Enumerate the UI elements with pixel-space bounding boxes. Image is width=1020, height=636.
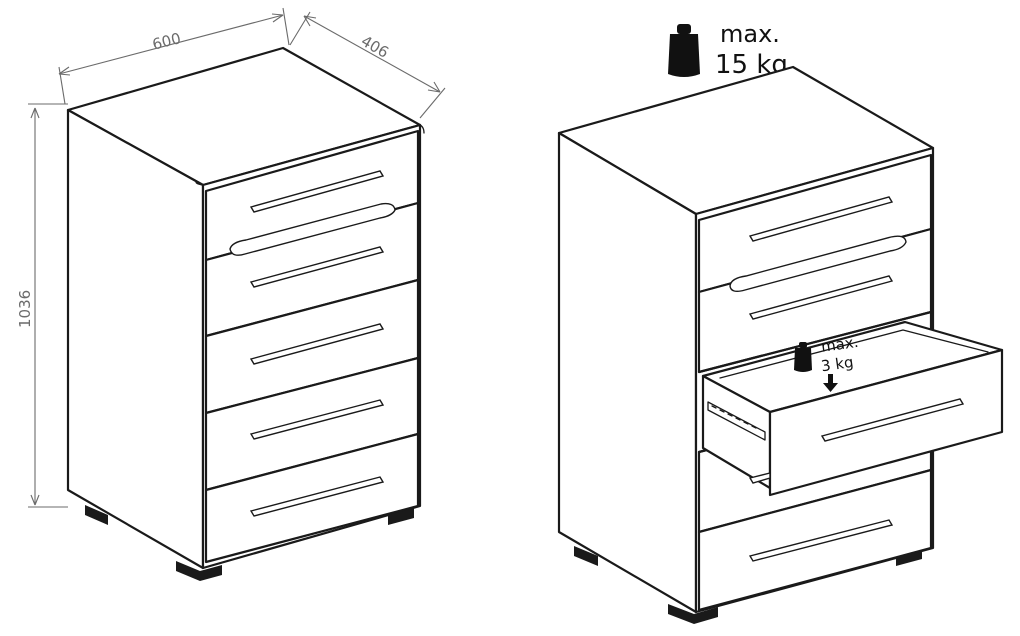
- foot: [668, 604, 718, 624]
- drawer-handle[interactable]: [820, 398, 965, 442]
- depth-dimension: 406: [289, 11, 446, 119]
- left-dresser-view: 600 406 1036: [16, 7, 446, 581]
- right-dresser-view: max. 15 kg max. 3 kg: [557, 20, 1004, 624]
- drawer-handle[interactable]: [249, 476, 385, 517]
- foot: [388, 508, 414, 525]
- height-dimension: 1036: [16, 103, 68, 508]
- drawer-handle[interactable]: [229, 202, 396, 256]
- drawer-load-max: max.: [820, 333, 860, 356]
- drawer-handle[interactable]: [748, 196, 894, 242]
- drawer-load-weight: 3 kg: [820, 353, 855, 375]
- depth-value: 406: [358, 32, 392, 62]
- drawer-handle[interactable]: [748, 472, 771, 484]
- side-panel: [66, 108, 205, 570]
- drawer-handle[interactable]: [748, 519, 894, 562]
- width-value: 600: [151, 29, 183, 53]
- side-panel: [557, 131, 698, 614]
- top-load-max: max.: [720, 20, 780, 48]
- weight-icon: [794, 342, 812, 372]
- drawer-handle[interactable]: [729, 235, 907, 293]
- drawer-handle[interactable]: [748, 275, 894, 320]
- drawer-handle[interactable]: [249, 246, 385, 288]
- drawer-handle[interactable]: [249, 323, 385, 365]
- down-arrow-icon: [823, 374, 838, 392]
- drawer-handle[interactable]: [249, 170, 385, 213]
- foot: [85, 505, 108, 525]
- height-value: 1036: [16, 290, 34, 328]
- drawer-handle[interactable]: [249, 399, 385, 440]
- weight-icon: [668, 24, 700, 77]
- foot: [176, 561, 222, 581]
- foot: [574, 546, 598, 566]
- drawer-runner: [707, 401, 766, 441]
